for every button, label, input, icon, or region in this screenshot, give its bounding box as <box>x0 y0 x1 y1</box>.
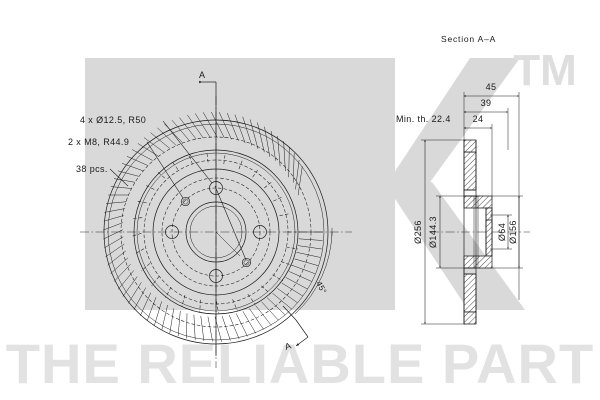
leader-vanes <box>109 168 129 187</box>
section-mark-label-top: A <box>199 70 205 80</box>
hub-stub-bottom <box>463 311 477 325</box>
hat-flange-upper <box>475 195 493 209</box>
leader-bolt-holes <box>162 120 213 184</box>
section-mark-top: A <box>199 70 217 232</box>
cooling-vanes <box>103 111 323 342</box>
section-view-title: Section A–A <box>441 34 496 44</box>
section-mark-label-bottom: A <box>284 341 293 352</box>
brand-logo-watermark <box>262 58 525 310</box>
trademark-watermark: TM <box>513 46 577 95</box>
hat-flange-lower <box>475 255 493 269</box>
note-min-thickness: Min. th. 22.4 <box>396 114 451 124</box>
hub-stub-top <box>463 139 477 153</box>
dimension-friction-inner-diameter: Ø144.3 <box>428 216 438 248</box>
dimension-hat-diameter: Ø156 <box>508 220 518 244</box>
friction-ring-lower-outer <box>463 273 477 313</box>
watermark-layer: TM THE RELIABLE PART <box>6 46 594 395</box>
radius-line <box>215 231 241 257</box>
leader-m8-lower <box>214 185 247 261</box>
threaded-holes <box>180 196 252 268</box>
section-view: Section A–A <box>396 34 530 325</box>
hat-wall-lower <box>485 219 493 257</box>
leader-threads <box>146 141 184 199</box>
section-mark-bottom: A <box>215 232 309 356</box>
tagline-watermark: THE RELIABLE PART <box>6 332 594 395</box>
hat-profile <box>473 196 493 268</box>
friction-ring-upper-outer <box>463 151 477 191</box>
vertical-dimensions: Ø256 Ø144.3 Ø64 Ø156 <box>413 139 523 325</box>
dimension-outer-diameter: Ø256 <box>413 220 423 244</box>
bolt-hole-right <box>253 225 267 239</box>
dimension-overall-width: 45 <box>486 82 497 92</box>
bolt-hole-left <box>165 225 179 239</box>
annotation-vanes: 38 pcs. <box>76 164 108 174</box>
dimension-hat-offset: 39 <box>481 98 492 108</box>
front-view: A A 45° 4 x Ø12.5, R50 2 x M8, R44.9 38 … <box>68 70 352 368</box>
vane-hidden-lines <box>131 153 300 314</box>
dimension-center-bore: Ø64 <box>497 223 507 241</box>
m8-hole-upper-left <box>180 196 191 207</box>
m8-hole-lower-right <box>241 257 252 268</box>
dimension-hub-height: 24 <box>473 114 484 124</box>
annotation-bolt-holes: 4 x Ø12.5, R50 <box>80 115 146 125</box>
annotation-threads: 2 x M8, R44.9 <box>68 137 129 147</box>
